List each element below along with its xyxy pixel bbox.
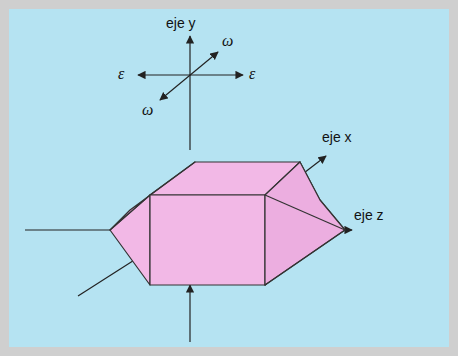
vibration-direction-label: ε [249,66,255,82]
axis-label: eje x [322,130,352,144]
vibration-direction-label: ε [118,66,124,82]
axis-label: eje z [354,208,384,222]
vibration-direction-label: ω [142,102,153,118]
vibration-direction-label: ω [222,33,233,49]
axis-label: eje y [166,16,196,30]
